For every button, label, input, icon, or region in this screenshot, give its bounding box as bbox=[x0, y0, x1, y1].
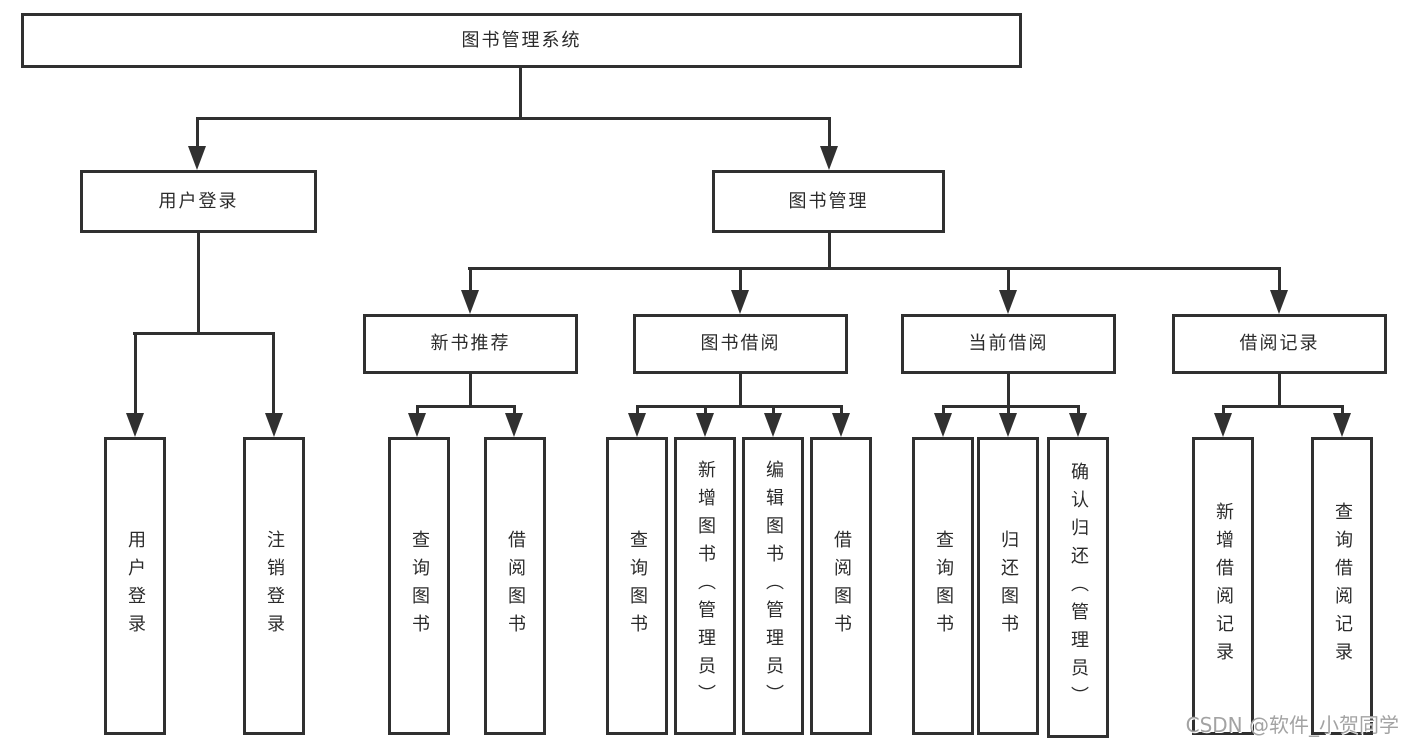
connector-line bbox=[636, 405, 639, 419]
node-root-library-system: 图书管理系统 bbox=[21, 13, 1022, 68]
leaf-add-borrow-record-label: 新增借阅记录 bbox=[1213, 502, 1234, 670]
leaf-confirm-return-admin-label: 确认归还（管理员） bbox=[1068, 461, 1089, 714]
arrowhead-down-icon bbox=[126, 413, 144, 437]
node-book-borrow-label: 图书借阅 bbox=[700, 333, 781, 355]
connector-line bbox=[469, 374, 472, 408]
node-current-borrow: 当前借阅 bbox=[901, 314, 1116, 374]
connector-line bbox=[1007, 374, 1010, 408]
connector-line bbox=[739, 267, 742, 293]
leaf-borrow-query-books-label: 查询图书 bbox=[627, 530, 648, 642]
arrowhead-down-icon bbox=[1333, 413, 1351, 437]
leaf-current-query-books-label: 查询图书 bbox=[933, 530, 954, 642]
connector-line bbox=[772, 405, 775, 419]
connector-line bbox=[133, 332, 275, 335]
leaf-query-borrow-record: 查询借阅记录 bbox=[1311, 437, 1373, 735]
leaf-confirm-return-admin: 确认归还（管理员） bbox=[1047, 437, 1109, 738]
leaf-user-login-label: 用户登录 bbox=[125, 530, 146, 642]
arrowhead-down-icon bbox=[820, 146, 838, 170]
arrowhead-down-icon bbox=[832, 413, 850, 437]
leaf-user-login: 用户登录 bbox=[104, 437, 166, 735]
node-new-book-recommend: 新书推荐 bbox=[363, 314, 578, 374]
connector-line bbox=[828, 233, 831, 270]
arrowhead-down-icon bbox=[265, 413, 283, 437]
csdn-watermark: CSDN @软件_小贺同学 bbox=[1185, 713, 1399, 737]
leaf-newbook-borrow-books: 借阅图书 bbox=[484, 437, 546, 735]
arrowhead-down-icon bbox=[934, 413, 952, 437]
leaf-query-borrow-record-label: 查询借阅记录 bbox=[1332, 502, 1353, 670]
arrowhead-down-icon bbox=[461, 290, 479, 314]
arrowhead-down-icon bbox=[1069, 413, 1087, 437]
arrowhead-down-icon bbox=[188, 146, 206, 170]
connector-line bbox=[196, 117, 831, 120]
leaf-logout: 注销登录 bbox=[243, 437, 305, 735]
connector-line bbox=[1222, 405, 1343, 408]
connector-line bbox=[416, 405, 516, 408]
node-user-login: 用户登录 bbox=[80, 170, 317, 233]
connector-line bbox=[704, 405, 707, 419]
node-borrow-records: 借阅记录 bbox=[1172, 314, 1387, 374]
arrowhead-down-icon bbox=[764, 413, 782, 437]
arrowhead-down-icon bbox=[696, 413, 714, 437]
arrowhead-down-icon bbox=[628, 413, 646, 437]
leaf-borrow-books-label: 借阅图书 bbox=[831, 530, 852, 642]
leaf-return-books-label: 归还图书 bbox=[998, 530, 1019, 642]
connector-line bbox=[942, 405, 945, 419]
connector-line bbox=[1222, 405, 1225, 419]
leaf-return-books: 归还图书 bbox=[977, 437, 1039, 735]
leaf-add-books-admin: 新增图书（管理员） bbox=[674, 437, 736, 735]
leaf-current-query-books: 查询图书 bbox=[912, 437, 974, 735]
node-book-management: 图书管理 bbox=[712, 170, 945, 233]
connector-line bbox=[272, 332, 275, 416]
leaf-newbook-query-books: 查询图书 bbox=[388, 437, 450, 735]
connector-line bbox=[1278, 267, 1281, 293]
connector-line bbox=[134, 332, 137, 416]
arrowhead-down-icon bbox=[999, 290, 1017, 314]
connector-line bbox=[739, 374, 742, 408]
connector-line bbox=[1077, 405, 1080, 419]
leaf-newbook-query-books-label: 查询图书 bbox=[409, 530, 430, 642]
connector-line bbox=[513, 405, 516, 419]
leaf-newbook-borrow-books-label: 借阅图书 bbox=[505, 530, 526, 642]
leaf-add-borrow-record: 新增借阅记录 bbox=[1192, 437, 1254, 735]
arrowhead-down-icon bbox=[408, 413, 426, 437]
arrowhead-down-icon bbox=[1270, 290, 1288, 314]
node-new-book-recommend-label: 新书推荐 bbox=[430, 333, 511, 355]
connector-line bbox=[469, 267, 472, 293]
connector-line bbox=[196, 117, 199, 150]
leaf-add-books-admin-label: 新增图书（管理员） bbox=[695, 460, 716, 712]
arrowhead-down-icon bbox=[505, 413, 523, 437]
node-root-label: 图书管理系统 bbox=[461, 29, 582, 51]
node-user-login-label: 用户登录 bbox=[158, 190, 239, 212]
leaf-edit-books-admin-label: 编辑图书（管理员） bbox=[763, 460, 784, 712]
leaf-borrow-query-books: 查询图书 bbox=[606, 437, 668, 735]
connector-line bbox=[1007, 267, 1010, 293]
connector-line bbox=[519, 68, 522, 118]
leaf-borrow-books: 借阅图书 bbox=[810, 437, 872, 735]
arrowhead-down-icon bbox=[1214, 413, 1232, 437]
connector-line bbox=[197, 233, 200, 335]
connector-line bbox=[468, 267, 1281, 270]
arrowhead-down-icon bbox=[731, 290, 749, 314]
node-book-management-label: 图书管理 bbox=[788, 190, 869, 212]
leaf-edit-books-admin: 编辑图书（管理员） bbox=[742, 437, 804, 735]
connector-line bbox=[942, 405, 1079, 408]
node-current-borrow-label: 当前借阅 bbox=[968, 333, 1049, 355]
connector-line bbox=[1007, 405, 1010, 419]
arrowhead-down-icon bbox=[999, 413, 1017, 437]
connector-line bbox=[416, 405, 419, 419]
connector-line bbox=[636, 405, 842, 408]
connector-line bbox=[828, 117, 831, 150]
connector-line bbox=[840, 405, 843, 419]
leaf-logout-label: 注销登录 bbox=[264, 530, 285, 642]
node-borrow-records-label: 借阅记录 bbox=[1239, 333, 1320, 355]
node-book-borrow: 图书借阅 bbox=[633, 314, 848, 374]
connector-line bbox=[1278, 374, 1281, 408]
connector-line bbox=[1341, 405, 1344, 419]
